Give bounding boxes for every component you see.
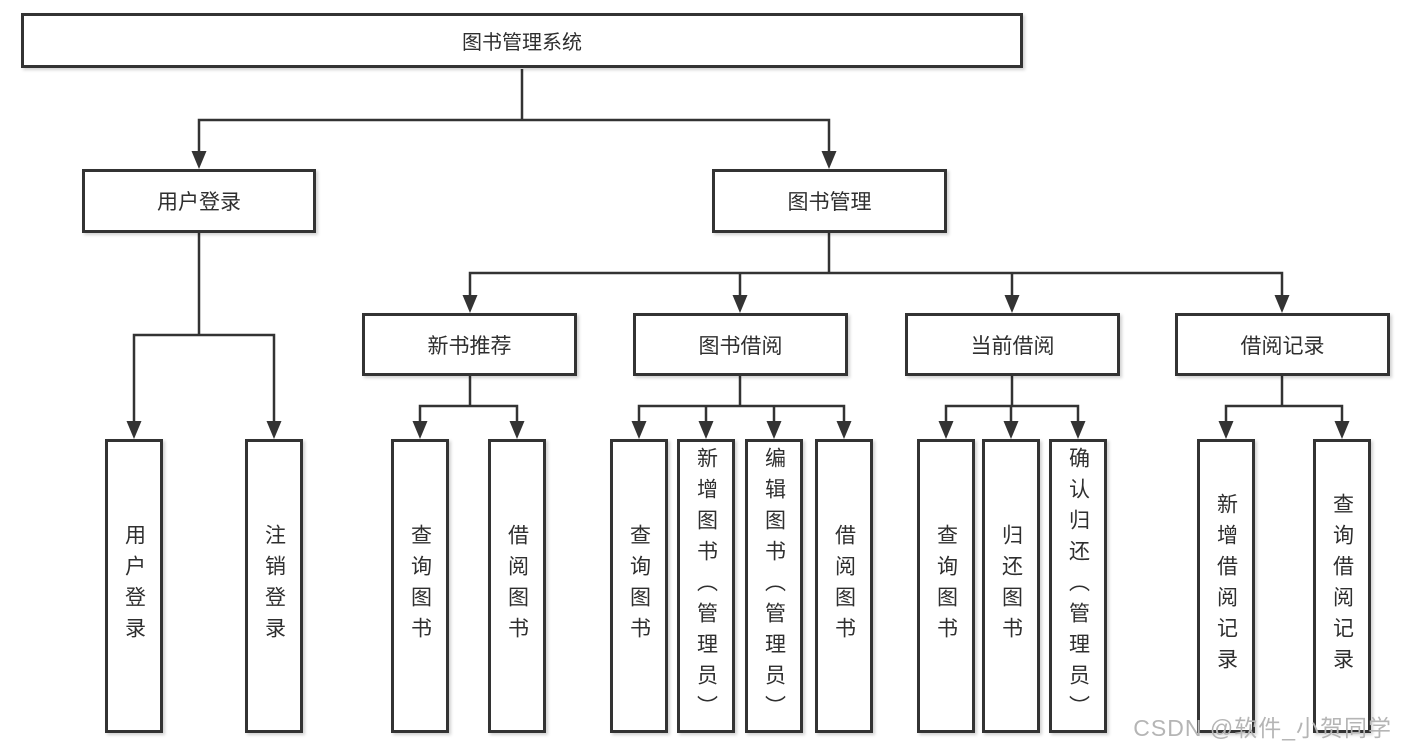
leaf-return-book: 归还图书 (982, 439, 1040, 733)
leaf-add-borrow-record: 新增借阅记录 (1197, 439, 1255, 733)
leaf-query-book-borrow: 查询图书 (610, 439, 668, 733)
leaf-logout: 注销登录 (245, 439, 303, 733)
node-user-login: 用户登录 (82, 169, 316, 233)
node-book-borrow: 图书借阅 (633, 313, 848, 376)
leaf-query-book-recommend: 查询图书 (391, 439, 449, 733)
leaf-user-login: 用户登录 (105, 439, 163, 733)
node-root: 图书管理系统 (21, 13, 1023, 68)
leaf-query-book-current: 查询图书 (917, 439, 975, 733)
leaf-edit-book-admin: 编辑图书（管理员） (745, 439, 803, 733)
leaf-query-borrow-record: 查询借阅记录 (1313, 439, 1371, 733)
node-book-management: 图书管理 (712, 169, 947, 233)
arrowhead-icons (126, 151, 1350, 439)
node-current-borrow: 当前借阅 (905, 313, 1120, 376)
csdn-watermark: CSDN @软件_小贺同学 (1133, 715, 1392, 741)
leaf-borrow-book-recommend: 借阅图书 (488, 439, 546, 733)
node-new-book-recommend: 新书推荐 (362, 313, 577, 376)
leaf-borrow-book: 借阅图书 (815, 439, 873, 733)
leaf-add-book-admin: 新增图书（管理员） (677, 439, 735, 733)
node-borrow-record: 借阅记录 (1175, 313, 1390, 376)
leaf-confirm-return-admin: 确认归还（管理员） (1049, 439, 1107, 733)
